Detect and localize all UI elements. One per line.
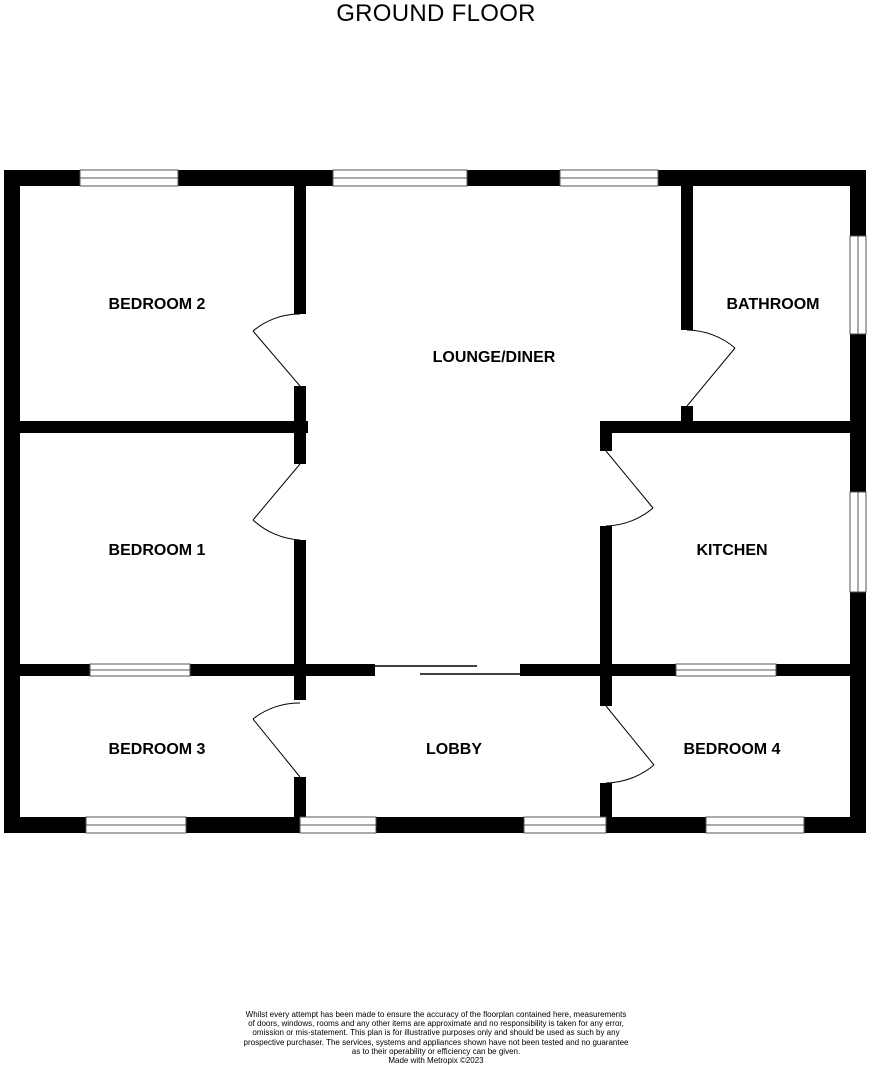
room-label-bedroom3: BEDROOM 3 bbox=[109, 741, 206, 758]
sliding-door-lounge-lobby bbox=[375, 665, 522, 675]
disclaimer-line: Whilst every attempt has been made to en… bbox=[245, 1010, 627, 1019]
door-bedroom3 bbox=[252, 702, 301, 778]
door-bedroom4 bbox=[605, 705, 655, 784]
window-kitchen-bed4 bbox=[675, 663, 777, 677]
wall-right-seg2 bbox=[600, 526, 612, 706]
window-right-kitchen bbox=[849, 491, 867, 593]
disclaimer-line: omission or mis-statement. This plan is … bbox=[252, 1028, 620, 1038]
door-bedroom2 bbox=[252, 313, 301, 387]
window-bottom-bed3 bbox=[85, 816, 187, 834]
wall-bath-seg2 bbox=[681, 406, 693, 433]
room-label-bedroom1: BEDROOM 1 bbox=[109, 542, 206, 559]
outer-wall-bottom bbox=[4, 817, 866, 833]
windows bbox=[79, 169, 867, 834]
window-top-bed2 bbox=[79, 169, 179, 187]
wall-bath-seg1 bbox=[681, 186, 693, 330]
disclaimer-credit: Made with Metropix ©2023 bbox=[388, 1056, 484, 1065]
wall-left-seg3 bbox=[294, 540, 306, 700]
wall-right-seg1 bbox=[600, 421, 612, 451]
wall-right-seg3 bbox=[600, 783, 612, 817]
wall-bed1-bed3 bbox=[20, 664, 375, 676]
door-bathroom bbox=[686, 329, 736, 407]
room-label-bathroom: BATHROOM bbox=[726, 296, 819, 313]
window-bottom-lobby-left bbox=[299, 816, 377, 834]
outer-wall-left bbox=[4, 170, 20, 833]
wall-bed2-bed1 bbox=[20, 421, 308, 433]
room-label-lobby: LOBBY bbox=[426, 741, 482, 758]
window-top-lounge-2 bbox=[559, 169, 659, 187]
disclaimer-line: prospective purchaser. The services, sys… bbox=[243, 1037, 629, 1047]
wall-bath-kitchen bbox=[600, 421, 850, 433]
room-label-bedroom2: BEDROOM 2 bbox=[109, 296, 206, 313]
floor-title: GROUND FLOOR bbox=[336, 0, 536, 27]
doors bbox=[252, 313, 736, 784]
door-bedroom1 bbox=[252, 463, 301, 541]
room-labels: BEDROOM 2 LOUNGE/DINER BATHROOM BEDROOM … bbox=[109, 296, 820, 758]
room-label-lounge: LOUNGE/DINER bbox=[433, 349, 556, 366]
sliding-door-front bbox=[376, 820, 524, 830]
window-top-lounge-1 bbox=[332, 169, 468, 187]
room-label-kitchen: KITCHEN bbox=[696, 542, 767, 559]
disclaimer-line: of doors, windows, rooms and any other i… bbox=[248, 1019, 624, 1029]
walls bbox=[4, 170, 866, 833]
disclaimer: Whilst every attempt has been made to en… bbox=[236, 1010, 636, 1065]
window-bed1-bed3 bbox=[89, 663, 191, 677]
window-bottom-lobby-right bbox=[523, 816, 607, 834]
sliding-doors bbox=[375, 665, 524, 830]
window-bottom-bed4 bbox=[705, 816, 805, 834]
door-kitchen bbox=[605, 450, 654, 527]
room-label-bedroom4: BEDROOM 4 bbox=[684, 741, 781, 758]
wall-left-seg2 bbox=[294, 386, 306, 464]
wall-left-seg4 bbox=[294, 777, 306, 817]
window-right-bathroom bbox=[849, 235, 867, 335]
wall-left-seg1 bbox=[294, 186, 306, 314]
disclaimer-line: as to their operability or efficiency ca… bbox=[351, 1046, 521, 1056]
